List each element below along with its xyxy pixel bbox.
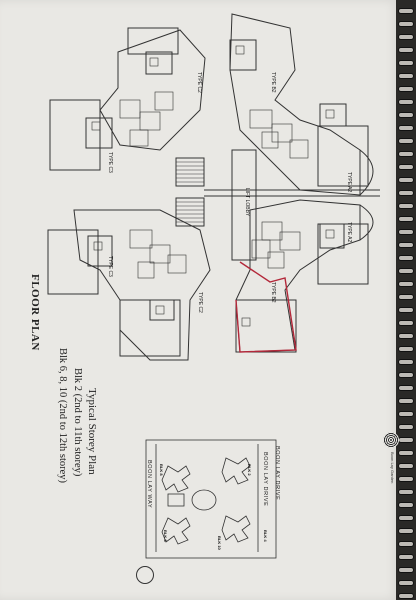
unit-type-c3-top: TYPE C3 [107, 152, 113, 173]
road-label-2: BOON LAY DRIVE [262, 452, 268, 507]
binding-coil [398, 346, 414, 352]
road-label-1: BOON LAY DRIVE [274, 446, 280, 501]
binding-coil [398, 359, 414, 365]
lift-core [231, 149, 257, 261]
binding-coil [398, 216, 414, 222]
binding-coil [398, 86, 414, 92]
site-plan-frame [145, 439, 277, 559]
block-label-4: BLK 4 [263, 530, 268, 542]
binding-coil [398, 411, 414, 417]
lift-lobby-label: LIFT LOBBY [244, 188, 250, 217]
wing-a2-b2-bottom [235, 199, 361, 353]
block-label-6: BLK 6 [163, 530, 168, 542]
block-label-10: BLK 10 [217, 536, 222, 550]
binding-coil [398, 73, 414, 79]
wing-c3-c2-bottom [73, 209, 211, 361]
logo-text: Boon Lay Garden [390, 452, 395, 484]
binding-coil [398, 307, 414, 313]
binding-coil [398, 463, 414, 469]
binding-coil [398, 47, 414, 53]
binding-coil [398, 528, 414, 534]
binding-coil [398, 515, 414, 521]
binding-coil [398, 502, 414, 508]
binding-coil [398, 580, 414, 586]
north-arrow-icon [136, 566, 154, 584]
binding-coil [398, 125, 414, 131]
binding-coil [398, 229, 414, 235]
binding-coil [398, 60, 414, 66]
binding-coil [398, 541, 414, 547]
binding-coil [398, 8, 414, 14]
binding-coil [398, 294, 414, 300]
binding-coil [398, 255, 414, 261]
binding-coil [398, 190, 414, 196]
road-label-3: BOON LAY WAY [146, 460, 152, 509]
binding-coil [398, 138, 414, 144]
staircase-top [175, 157, 205, 187]
developer-logo-icon [383, 432, 399, 448]
site-plan-roundabout [191, 489, 217, 511]
staircase-bottom [175, 197, 205, 227]
binding-coil [398, 554, 414, 560]
unit-type-a2-top: TYPE A2 [346, 172, 352, 193]
unit-type-c2-bottom: TYPE C2 [197, 292, 203, 313]
floor-plan-heading: FLOOR PLAN [29, 274, 41, 351]
block-label-2: BLK 2 [247, 464, 252, 476]
binding-coil [398, 476, 414, 482]
binding-coil [398, 151, 414, 157]
binding-coil [398, 385, 414, 391]
binding-coil [398, 268, 414, 274]
unit-type-a2-bottom: TYPE A2 [346, 222, 352, 243]
binding-coil [398, 177, 414, 183]
unit-type-b2-top: TYPE B2 [270, 72, 276, 93]
binding-coil [398, 450, 414, 456]
binding-coil [398, 242, 414, 248]
binding-coil [398, 164, 414, 170]
binding-coil [398, 372, 414, 378]
binding-coil [398, 34, 414, 40]
binding-coil [398, 333, 414, 339]
caption-title: Typical Storey Plan [86, 388, 98, 475]
binding-coil [398, 398, 414, 404]
binding-coil [398, 21, 414, 27]
unit-type-b2-bottom: TYPE B2 [270, 282, 276, 303]
block-label-8: BLK 8 [159, 464, 164, 476]
caption-line-1: Blk 2 (2nd to 11th storey) [72, 368, 83, 477]
highlighted-unit-outline [235, 261, 297, 353]
binding-coil [398, 99, 414, 105]
binding-coil [398, 320, 414, 326]
binding-coil [398, 112, 414, 118]
binding-coil [398, 203, 414, 209]
unit-type-c2-top: TYPE C2 [196, 72, 202, 93]
floor-plan-drawing [47, 13, 380, 559]
binding-coil [398, 281, 414, 287]
binding-coil [398, 437, 414, 443]
wing-c2-c3-top [99, 29, 206, 151]
binding-coil [398, 593, 414, 599]
binding-coil [398, 424, 414, 430]
binding-coil [398, 489, 414, 495]
binding-coil [398, 567, 414, 573]
caption-line-2: Blk 6, 8, 10 (2nd to 12th storey) [57, 348, 68, 484]
site-plan-buildings [161, 457, 251, 545]
unit-type-c3-bottom: TYPE C3 [107, 256, 113, 277]
